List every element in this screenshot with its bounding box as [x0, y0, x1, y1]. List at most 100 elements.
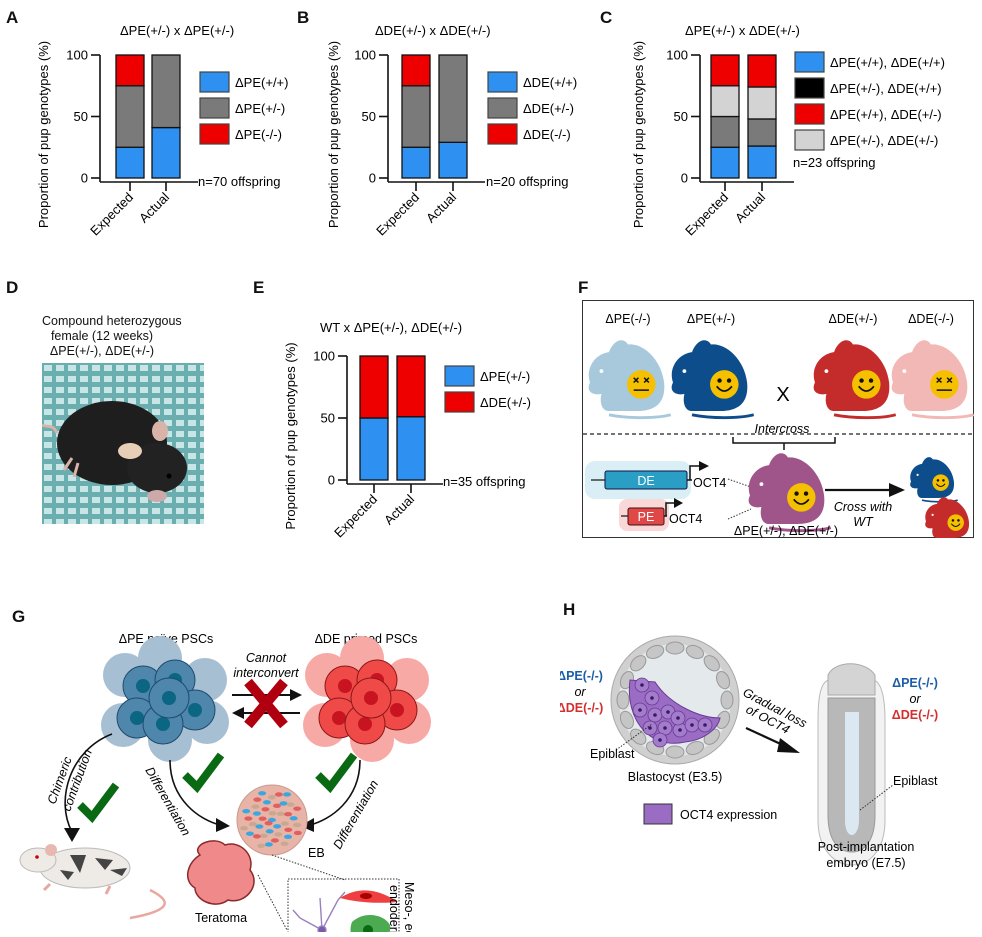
- y-tick-label: 50: [674, 109, 688, 124]
- chart-panel-a: ΔPE(+/-) x ΔPE(+/-)Proportion of pup gen…: [0, 0, 300, 260]
- y-tick-label: 50: [362, 109, 376, 124]
- embryo-cavity: [845, 712, 859, 835]
- cross-symbol: X: [776, 384, 789, 406]
- h-left-geno-de: ΔDE(-/-): [560, 701, 603, 715]
- panel-label-f: F: [578, 278, 589, 297]
- chimeric-mouse-icon: [19, 844, 166, 920]
- h-epiblast-right: Epiblast: [893, 774, 938, 788]
- naive-cell-cluster: [101, 636, 229, 762]
- legend-label: ΔPE(+/-), ΔDE(+/-): [830, 133, 938, 148]
- y-tick-label: 0: [369, 171, 376, 186]
- cross-with-wt-line2: WT: [853, 515, 874, 529]
- arrow-left-icon: [232, 707, 244, 719]
- bar-segment: [438, 141, 468, 179]
- offspring-count: n=20 offspring: [486, 174, 569, 189]
- bar-segment: [710, 115, 740, 148]
- x-tick-label: Expected: [87, 190, 136, 239]
- y-tick-label: 0: [81, 171, 88, 186]
- offspring-count: n=70 offspring: [198, 174, 281, 189]
- teratoma-shape: [186, 840, 255, 905]
- post-implantation-line1: Post-implantation: [818, 840, 915, 854]
- mouse-icon: [671, 340, 755, 420]
- bar-segment: [747, 54, 777, 88]
- chart-panel-c: ΔPE(+/-) x ΔDE(+/-)Proportion of pup gen…: [595, 0, 982, 260]
- pe-label: PE: [638, 510, 655, 524]
- panel-h-diagram: ΔPE(-/-) or ΔDE(-/-) Epiblast Blastocyst…: [557, 600, 982, 932]
- face-icon: [852, 370, 881, 399]
- legend-label: ΔPE(-/-): [235, 127, 282, 142]
- legend-swatch: [444, 365, 475, 387]
- diff-right-label: Differentiation: [330, 778, 381, 852]
- y-tick-label: 100: [666, 48, 688, 63]
- intercross-bracket: [732, 437, 836, 450]
- mouse-icon: [813, 340, 897, 420]
- bar-segment: [710, 146, 740, 179]
- eb-label: EB: [308, 846, 325, 860]
- bar-segment: [115, 146, 145, 179]
- bar-segment: [747, 145, 777, 179]
- mouse-icon: [910, 457, 958, 503]
- oct4-gene-1: OCT4: [693, 476, 726, 490]
- y-tick-label: 0: [681, 171, 688, 186]
- h-right-geno-pe: ΔPE(-/-): [892, 676, 938, 690]
- y-axis-label: Proportion of pup genotypes (%): [631, 41, 646, 228]
- panel-g-svg: ΔPE naïve PSCs ΔDE primed PSCs Cannot in…: [19, 632, 431, 937]
- germ-layers-line2: endoderm: [387, 885, 401, 932]
- check-icon: [315, 752, 358, 794]
- arrow-down-right-icon: [777, 738, 800, 753]
- h-left-or: or: [574, 685, 586, 699]
- arrow-right-icon: [216, 818, 230, 832]
- bar-segment: [359, 355, 389, 419]
- face-icon: [930, 370, 959, 399]
- panel-d-caption: Compound heterozygous female (12 weeks) …: [42, 314, 182, 359]
- de-label: DE: [637, 474, 654, 488]
- x-tick-label: Actual: [136, 189, 172, 225]
- black-mouse-photo: [42, 363, 204, 524]
- legend-swatch: [794, 51, 825, 73]
- x-tick-label: Expected: [373, 190, 422, 239]
- panel-g-diagram: ΔPE naïve PSCs ΔDE primed PSCs Cannot in…: [0, 600, 560, 937]
- oct4-legend-label: OCT4 expression: [680, 808, 777, 822]
- arrow-down-icon: [64, 828, 80, 842]
- check-icon: [182, 752, 225, 794]
- legend-swatch: [487, 123, 518, 145]
- y-axis-label: Proportion of pup genotypes (%): [36, 41, 51, 228]
- bar-segment: [115, 54, 145, 87]
- x-tick-label: Expected: [331, 492, 380, 541]
- panel-label-b: B: [297, 8, 310, 27]
- mouse-genotype-label: ΔPE(+/-): [687, 312, 735, 326]
- panel-f-diagram: ΔPE(-/-)ΔPE(+/-)ΔDE(+/-)ΔDE(-/-) X Inter…: [582, 300, 975, 543]
- bar-segment: [115, 85, 145, 148]
- bar-segment: [396, 355, 426, 418]
- oct4-legend-swatch: [643, 803, 673, 825]
- y-tick-label: 50: [74, 109, 88, 124]
- legend-label: ΔPE(+/+), ΔDE(+/+): [830, 55, 945, 70]
- caption-line-1: Compound heterozygous: [42, 314, 182, 328]
- x-tick-label: Actual: [423, 189, 459, 225]
- mouse-icon: [925, 497, 973, 543]
- face-icon: [932, 474, 949, 491]
- chart-svg-b: ΔDE(+/-) x ΔDE(+/-)Proportion of pup gen…: [326, 23, 577, 239]
- y-tick-label: 100: [313, 349, 335, 364]
- bar-segment: [396, 416, 426, 481]
- y-tick-label: 50: [321, 411, 335, 426]
- blastocyst-label: Blastocyst (E3.5): [628, 770, 722, 784]
- oct4-gene-2: OCT4: [669, 512, 702, 526]
- offspring-count: n=23 offspring: [793, 155, 876, 170]
- legend-label: ΔPE(+/+): [235, 75, 288, 90]
- check-icon: [77, 782, 120, 824]
- cross-x-icon: [244, 678, 288, 729]
- y-axis-label: Proportion of pup genotypes (%): [283, 342, 298, 529]
- legend-swatch: [794, 103, 825, 125]
- legend-label: ΔPE(+/-): [235, 101, 285, 116]
- x-tick-label: Actual: [732, 189, 768, 225]
- y-tick-label: 0: [328, 473, 335, 488]
- face-icon: [947, 514, 964, 531]
- legend-swatch: [199, 123, 230, 145]
- compound-genotype-label: ΔPE(+/-), ΔDE(+/-): [734, 524, 838, 538]
- y-tick-label: 100: [66, 48, 88, 63]
- face-icon: [627, 370, 656, 399]
- panel-label-d: D: [6, 278, 19, 297]
- h-right-geno-de: ΔDE(-/-): [892, 708, 938, 722]
- legend-swatch: [199, 97, 230, 119]
